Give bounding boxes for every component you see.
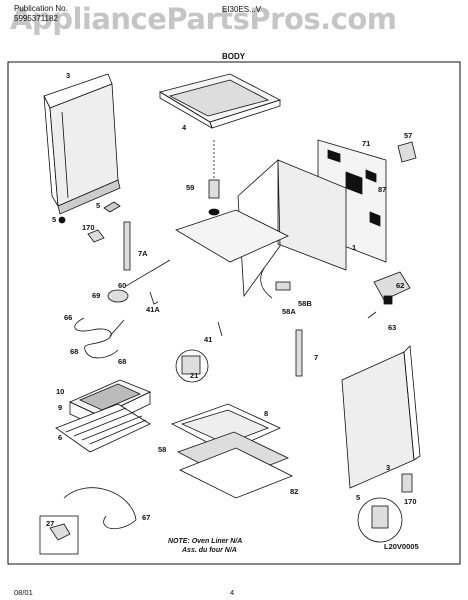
bottom-pan-part xyxy=(175,209,289,263)
watermark: AppliancePartsPros.com xyxy=(10,2,397,36)
side-panel-right-part xyxy=(341,345,421,489)
hinge-7a xyxy=(123,221,131,271)
callout-170: 170 xyxy=(82,223,95,232)
hinge-bracket-170 xyxy=(87,201,121,243)
wire-58a xyxy=(260,267,273,299)
section-title: BODY xyxy=(222,52,246,61)
diagram-frame xyxy=(7,61,461,565)
callout-58b: 58B xyxy=(298,299,312,308)
callout-41a: 41A xyxy=(146,305,160,314)
callout-63: 63 xyxy=(388,323,396,332)
callout-68b: 68 xyxy=(118,357,126,366)
part-69 xyxy=(107,289,129,303)
bracket-170 xyxy=(401,473,413,493)
callout-68a: 68 xyxy=(70,347,78,356)
publication-label: Publication No. xyxy=(14,4,68,13)
screw-5 xyxy=(58,216,66,224)
detail-27 xyxy=(39,515,79,555)
callout-5b: 5 xyxy=(52,215,56,224)
callout-10: 10 xyxy=(56,387,64,396)
broil-element-67 xyxy=(63,487,137,529)
diagram-code: L20V0005 xyxy=(384,542,419,551)
rear-wall-part xyxy=(237,159,347,298)
publication-number: 5995371182 xyxy=(14,14,58,23)
door-window-8 xyxy=(171,403,281,453)
callout-5: 5 xyxy=(96,201,100,210)
side-panel-left-part xyxy=(43,73,121,215)
clip-41 xyxy=(217,321,223,337)
terminal-block-62 xyxy=(367,271,411,319)
detail-21 xyxy=(175,349,209,383)
oven-rack-6 xyxy=(55,403,151,453)
bake-element-68 xyxy=(74,317,125,359)
callout-41: 41 xyxy=(204,335,212,344)
callout-21: 21 xyxy=(190,371,198,380)
callout-5c: 5 xyxy=(356,493,360,502)
note-line-1: NOTE: Oven Liner N/A xyxy=(168,538,243,545)
callout-27: 27 xyxy=(46,519,54,528)
callout-66: 66 xyxy=(64,313,72,322)
leveling-leg-detail xyxy=(357,497,403,543)
callout-9: 9 xyxy=(58,403,62,412)
element-60 xyxy=(125,259,171,287)
callout-3-bottom: 3 xyxy=(386,463,390,472)
callout-6: 6 xyxy=(58,433,62,442)
callout-57: 57 xyxy=(404,131,412,140)
clip-41a xyxy=(149,291,159,305)
callout-67: 67 xyxy=(142,513,150,522)
hinge-7 xyxy=(295,329,303,377)
callout-4: 4 xyxy=(182,123,187,132)
page-number: 4 xyxy=(230,588,235,597)
callout-60: 60 xyxy=(118,281,126,290)
note-line-2: Ass. du four N/A xyxy=(182,547,237,554)
callout-170b: 170 xyxy=(404,497,417,506)
footer-date: 08/01 xyxy=(14,588,33,597)
part-57-shape xyxy=(397,141,417,163)
callout-8: 8 xyxy=(264,409,268,418)
drawer-82 xyxy=(179,447,293,499)
callout-82: 82 xyxy=(290,487,298,496)
callout-3-top: 3 xyxy=(66,71,70,80)
callout-59: 59 xyxy=(186,183,194,192)
callout-7: 7 xyxy=(314,353,318,362)
model-number: EI30ES...V xyxy=(222,5,262,14)
callout-62: 62 xyxy=(396,281,404,290)
broil-element-10 xyxy=(69,379,151,429)
callout-58: 58 xyxy=(158,445,166,454)
callout-58a: 58A xyxy=(282,307,296,316)
leg-part-59 xyxy=(208,140,220,216)
callout-71: 71 xyxy=(362,139,370,148)
callout-1: 1 xyxy=(352,243,356,252)
callout-7a: 7A xyxy=(138,249,148,258)
top-panel-part xyxy=(158,73,282,129)
wire-58b xyxy=(275,281,291,291)
callout-87: 87 xyxy=(378,185,386,194)
callout-69: 69 xyxy=(92,291,100,300)
